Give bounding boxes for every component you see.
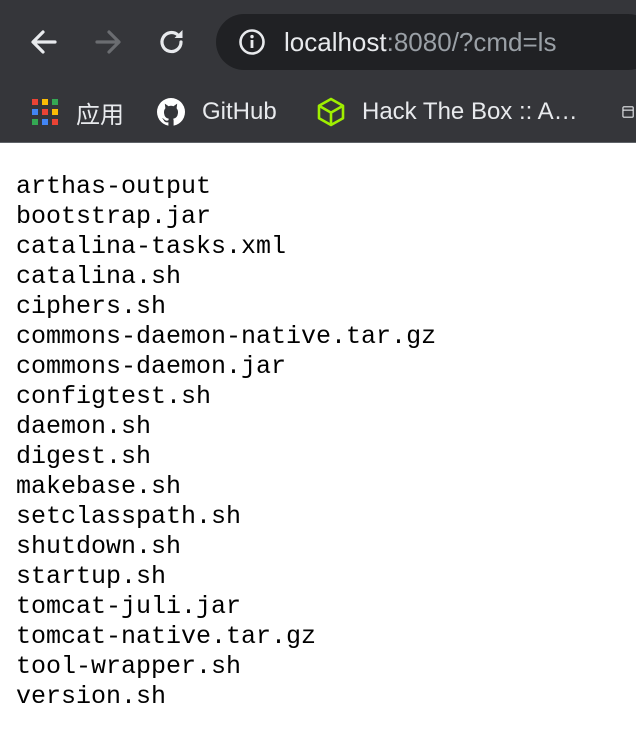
list-item: tomcat-juli.jar xyxy=(16,592,242,621)
list-item: shutdown.sh xyxy=(16,532,182,561)
folder-icon xyxy=(622,106,634,118)
bookmark-label: GitHub xyxy=(202,98,277,125)
bookmark-label: Hack The Box :: A… xyxy=(362,98,578,125)
list-item: tool-wrapper.sh xyxy=(16,652,242,681)
hackthebox-icon xyxy=(317,97,345,127)
url-text[interactable]: localhost:8080/?cmd=ls xyxy=(284,25,556,59)
github-icon xyxy=(157,98,185,126)
list-item: bootstrap.jar xyxy=(16,202,212,231)
bookmark-folder[interactable] xyxy=(622,92,636,132)
page-content: arthas-output bootstrap.jar catalina-tas… xyxy=(16,172,436,712)
list-item: configtest.sh xyxy=(16,382,212,411)
bookmark-hackthebox[interactable]: Hack The Box :: A… xyxy=(316,92,578,132)
list-item: tomcat-native.tar.gz xyxy=(16,622,317,651)
list-item: commons-daemon.jar xyxy=(16,352,287,381)
reload-icon xyxy=(160,30,183,54)
list-item: startup.sh xyxy=(16,562,167,591)
arrow-left-icon xyxy=(31,30,57,54)
list-item: ciphers.sh xyxy=(16,292,167,321)
info-icon[interactable] xyxy=(238,28,266,56)
list-item: version.sh xyxy=(16,682,167,711)
list-item: makebase.sh xyxy=(16,472,182,501)
reload-button[interactable] xyxy=(154,24,190,60)
list-item: daemon.sh xyxy=(16,412,152,441)
list-item: arthas-output xyxy=(16,172,212,201)
browser-toolbar: localhost:8080/?cmd=ls xyxy=(0,0,636,84)
list-item: digest.sh xyxy=(16,442,152,471)
back-button[interactable] xyxy=(26,24,62,60)
list-item: setclasspath.sh xyxy=(16,502,242,531)
address-bar[interactable]: localhost:8080/?cmd=ls xyxy=(216,14,636,70)
bookmarks-bar: 应用 GitHub Hack The Box :: A… xyxy=(0,84,636,143)
bookmark-apps[interactable]: 应用 xyxy=(30,92,124,132)
list-item: commons-daemon-native.tar.gz xyxy=(16,322,437,351)
apps-grid-icon xyxy=(32,99,58,125)
url-path: :8080/?cmd=ls xyxy=(386,27,557,57)
list-item: catalina.sh xyxy=(16,262,182,291)
forward-button[interactable] xyxy=(90,24,126,60)
bookmark-github[interactable]: GitHub xyxy=(156,92,277,132)
bookmark-label: 应用 xyxy=(76,101,124,129)
arrow-right-icon xyxy=(95,30,121,54)
url-host: localhost xyxy=(284,27,387,57)
list-item: catalina-tasks.xml xyxy=(16,232,287,261)
